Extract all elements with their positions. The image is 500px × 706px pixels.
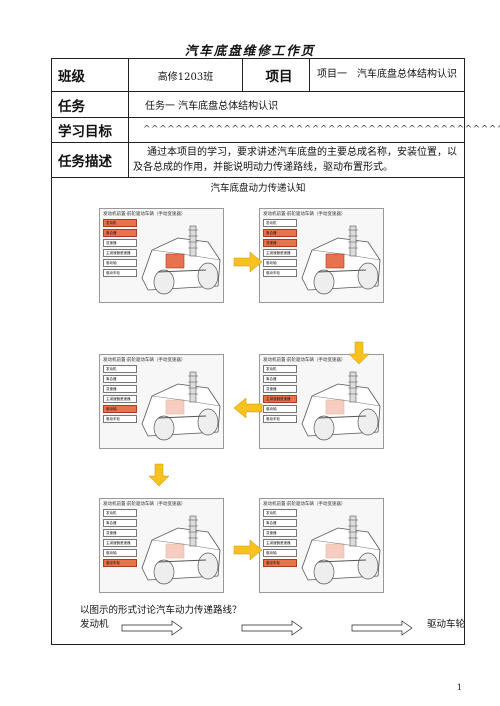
car-illustration-icon [301, 225, 381, 295]
class-label: 班级 [51, 58, 129, 92]
car-illustration-icon [141, 515, 221, 585]
car-chassis-panel: 发动机前置·前轮驱动车辆（手动变速器） 发动机离合器变速器主减速器差速器驱动轴驱动… [99, 498, 224, 593]
task-value: 任务一 汽车底盘总体结构认识 [128, 91, 465, 118]
panel-heading: 发动机前置·前轮驱动车辆（手动变速器） [103, 502, 186, 507]
flow-step: 主减速器差速器 [103, 249, 137, 257]
panel-heading: 发动机前置·前轮驱动车辆（手动变速器） [263, 212, 346, 217]
car-illustration-icon [301, 515, 381, 585]
flow-step: 发动机 [103, 219, 137, 227]
car-chassis-panel: 发动机前置·前轮驱动车辆（手动变速器） 发动机离合器变速器主减速器差速器驱动轴驱动… [259, 208, 384, 303]
flow-step: 离合器 [263, 375, 297, 383]
panel-heading: 发动机前置·前轮驱动车辆（手动变速器） [263, 502, 346, 507]
flow-step: 驱动轴 [263, 405, 297, 413]
panel-heading: 发动机前置·前轮驱动车辆（手动变速器） [103, 212, 186, 217]
car-chassis-panel: 发动机前置·前轮驱动车辆（手动变速器） 发动机离合器变速器主减速器差速器驱动轴驱动… [99, 208, 224, 303]
route-arrow-2-icon [241, 620, 303, 636]
flow-step: 驱动轴 [103, 259, 137, 267]
goal-label: 学习目标 [51, 117, 129, 143]
task-label: 任务 [51, 91, 129, 118]
flow-arrows [121, 251, 413, 636]
discussion-question: 以图示的形式讨论汽车动力传递路线？ [80, 605, 242, 616]
route-arrow-3-icon [351, 620, 413, 636]
flow-step: 离合器 [103, 519, 137, 527]
flow-step: 变速器 [263, 529, 297, 537]
car-chassis-panel: 发动机前置·前轮驱动车辆（手动变速器） 发动机离合器变速器主减速器差速器驱动轴驱动… [259, 354, 384, 449]
flow-steps: 发动机离合器变速器主减速器差速器驱动轴驱动车轮 [263, 365, 297, 425]
class-value: 高修1203班 [128, 58, 243, 92]
flow-step: 离合器 [103, 229, 137, 237]
flow-step: 驱动车轮 [263, 415, 297, 423]
car-illustration-icon [301, 371, 381, 441]
figure-cell: 汽车底盘动力传递认知 发动机前置·前轮驱动车辆（手动变速器）发动机离合器变速器主… [51, 177, 465, 645]
route-end: 驱动车轮 [426, 619, 465, 630]
desc-value: 通过本项目的学习，要求讲述汽车底盘的主要总成名称，安装位置，以及各总成的作用，并… [128, 142, 465, 178]
project-value: 项目一 汽车底盘总体结构认识 [309, 58, 465, 92]
flow-step: 变速器 [263, 239, 297, 247]
panel-heading: 发动机前置·前轮驱动车辆（手动变速器） [103, 358, 186, 363]
flow-step: 变速器 [103, 239, 137, 247]
flow-steps: 发动机离合器变速器主减速器差速器驱动轴驱动车轮 [103, 509, 137, 569]
figure-caption: 汽车底盘动力传递认知 [210, 183, 306, 194]
flow-step: 驱动轴 [263, 549, 297, 557]
flow-step: 驱动轴 [103, 405, 137, 413]
arrow-down-icon [148, 463, 170, 487]
car-chassis-panel: 发动机前置·前轮驱动车辆（手动变速器） 发动机离合器变速器主减速器差速器驱动轴驱动… [259, 498, 384, 593]
route-start: 发动机 [80, 619, 109, 630]
flow-step: 离合器 [263, 519, 297, 527]
flow-step: 发动机 [263, 365, 297, 373]
flow-step: 离合器 [263, 229, 297, 237]
power-route: 发动机 驱动车轮 [80, 616, 465, 630]
project-label: 项目 [242, 58, 310, 92]
worksheet-table: 班级 高修1203班 项目 项目一 汽车底盘总体结构认识 任务 任务一 汽车底盘… [51, 58, 500, 645]
flow-step: 主减速器差速器 [263, 249, 297, 257]
flow-step: 驱动车轮 [263, 269, 297, 277]
flow-step: 驱动车轮 [103, 415, 137, 423]
page-title: 汽车底盘维修工作页 [184, 43, 316, 58]
flow-step: 驱动轴 [263, 259, 297, 267]
flow-step: 变速器 [103, 385, 137, 393]
flow-step: 驱动轴 [103, 549, 137, 557]
flow-step: 驱动车轮 [263, 559, 297, 567]
flow-step: 发动机 [103, 365, 137, 373]
arrow-down-icon [348, 341, 370, 365]
car-chassis-panel: 发动机前置·前轮驱动车辆（手动变速器） 发动机离合器变速器主减速器差速器驱动轴驱动… [99, 354, 224, 449]
panel-heading: 发动机前置·前轮驱动车辆（手动变速器） [263, 358, 346, 363]
flow-step: 主减速器差速器 [103, 539, 137, 547]
flow-step: 主减速器差速器 [263, 395, 297, 403]
car-illustration-icon [141, 225, 221, 295]
arrow-left-icon [233, 397, 263, 419]
car-illustration-icon [141, 371, 221, 441]
flow-step: 离合器 [103, 375, 137, 383]
flow-step: 发动机 [263, 509, 297, 517]
goal-value: ^^^^^^^^^^^^^^^^^^^^^^^^^^^^^^^^^^^^^^^^… [128, 117, 500, 143]
page-number: 1 [456, 683, 462, 692]
flow-step: 发动机 [103, 509, 137, 517]
route-arrow-1-icon [121, 620, 183, 636]
flow-step: 主减速器差速器 [263, 539, 297, 547]
flow-step: 变速器 [263, 385, 297, 393]
flow-steps: 发动机离合器变速器主减速器差速器驱动轴驱动车轮 [103, 219, 137, 279]
arrow-right-icon [233, 251, 263, 273]
flow-step: 发动机 [263, 219, 297, 227]
flow-step: 主减速器差速器 [103, 395, 137, 403]
flow-steps: 发动机离合器变速器主减速器差速器驱动轴驱动车轮 [103, 365, 137, 425]
flow-step: 驱动车轮 [103, 559, 137, 567]
flow-steps: 发动机离合器变速器主减速器差速器驱动轴驱动车轮 [263, 219, 297, 279]
desc-label: 任务描述 [51, 142, 129, 178]
flow-step: 变速器 [103, 529, 137, 537]
flow-step: 驱动车轮 [103, 269, 137, 277]
flow-steps: 发动机离合器变速器主减速器差速器驱动轴驱动车轮 [263, 509, 297, 569]
arrow-right-icon [233, 539, 263, 561]
